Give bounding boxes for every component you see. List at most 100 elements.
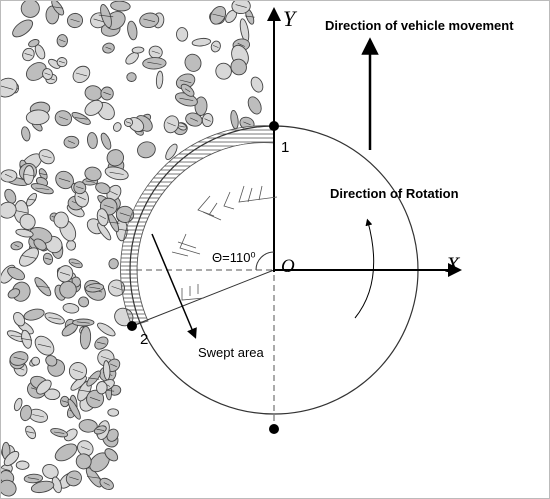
debris-streak: [110, 191, 118, 196]
debris-streak: [70, 18, 80, 23]
debris-streak: [235, 4, 247, 8]
debris-chip: [48, 58, 61, 69]
debris-streak: [76, 186, 84, 190]
debris-chip: [20, 404, 32, 422]
bottom-point-marker: [269, 424, 279, 434]
debris-chip: [19, 213, 36, 230]
swept-area-pointer: [151, 233, 197, 339]
debris-chip: [104, 448, 119, 462]
debris-streak: [237, 42, 245, 47]
debris-streak: [27, 477, 39, 480]
debris-chip: [102, 360, 111, 381]
debris-streak: [212, 45, 219, 48]
debris-streak: [14, 210, 28, 214]
debris-streak: [71, 262, 80, 265]
debris-chip: [30, 480, 55, 494]
debris-chip: [63, 428, 78, 442]
debris-chip: [53, 211, 69, 229]
origin-label: O: [281, 256, 295, 277]
debris-streak: [74, 117, 88, 120]
debris-streak: [75, 72, 87, 77]
debris-streak: [243, 121, 251, 126]
point-2-label: 2: [140, 331, 148, 348]
debris-streak: [58, 178, 71, 182]
debris-streak: [69, 476, 79, 481]
debris-chip: [15, 228, 34, 238]
blade-set-2: [197, 195, 222, 221]
debris-streak: [119, 212, 131, 217]
debris-streak: [76, 321, 90, 324]
debris-chip: [127, 20, 138, 41]
debris-streak: [35, 187, 50, 190]
debris-streak: [44, 72, 51, 76]
debris-streak: [44, 257, 52, 260]
debris-streak: [107, 221, 120, 224]
debris-streak: [32, 414, 44, 418]
debris-chip: [12, 19, 34, 38]
debris-chip: [44, 388, 61, 401]
debris-streak: [58, 116, 69, 121]
debris-chip: [87, 132, 98, 149]
debris-streak: [67, 140, 76, 144]
debris-streak: [37, 343, 52, 348]
angle-label: Θ=110⁰: [212, 250, 256, 265]
debris-chip: [113, 122, 122, 132]
y-axis-label: Y: [283, 6, 298, 31]
debris-streak: [96, 341, 106, 345]
debris-chip: [4, 188, 17, 204]
debris-chip: [176, 27, 189, 42]
debris-chip: [13, 312, 26, 327]
debris-chip: [97, 322, 116, 337]
debris-chip: [84, 166, 102, 182]
point-1-marker: [269, 121, 279, 131]
debris-streak: [109, 171, 124, 175]
debris-streak: [77, 389, 92, 393]
rotation-arrow: [354, 218, 375, 319]
debris-streak: [178, 125, 185, 128]
point-1-label: 1: [281, 139, 289, 156]
debris-chip: [25, 109, 50, 126]
debris-chip: [21, 126, 31, 142]
debris-streak: [41, 155, 52, 159]
debris-chip: [15, 460, 30, 470]
rotation-direction-label: Direction of Rotation: [330, 186, 459, 201]
debris-streak: [167, 122, 176, 127]
debris-chip: [126, 72, 137, 82]
debris-streak: [93, 18, 104, 23]
debris-streak: [2, 468, 11, 471]
inner-cutout: [137, 142, 274, 321]
debris-chip: [250, 76, 264, 93]
debris-chip: [110, 0, 131, 12]
debris-streak: [10, 335, 23, 338]
debris-chip: [70, 375, 87, 391]
debris-streak: [189, 117, 198, 122]
debris-chip: [78, 296, 90, 308]
debris-streak: [179, 79, 192, 84]
debris-chip: [96, 381, 108, 395]
blade-set-1: [223, 185, 278, 210]
debris-chip: [3, 450, 20, 467]
debris-chip: [191, 37, 212, 47]
debris-chip: [7, 288, 21, 299]
debris-streak: [27, 198, 36, 201]
debris-streak: [85, 180, 95, 183]
debris-streak: [14, 244, 20, 248]
debris-streak: [87, 377, 100, 380]
debris-streak: [103, 91, 111, 96]
debris-chip: [20, 0, 40, 18]
debris-chip: [155, 70, 164, 89]
angle-arc: [255, 251, 275, 271]
debris-streak: [179, 97, 194, 101]
debris-streak: [98, 14, 114, 18]
debris-streak: [89, 286, 101, 289]
debris-chip: [95, 182, 111, 195]
debris-streak: [99, 215, 107, 220]
debris-chip: [165, 143, 178, 160]
debris-chip: [33, 238, 47, 251]
debris-chip: [247, 96, 262, 115]
debris-streak: [59, 39, 66, 43]
debris-chip: [0, 201, 17, 219]
debris-streak: [4, 173, 13, 178]
debris-streak: [72, 369, 84, 374]
